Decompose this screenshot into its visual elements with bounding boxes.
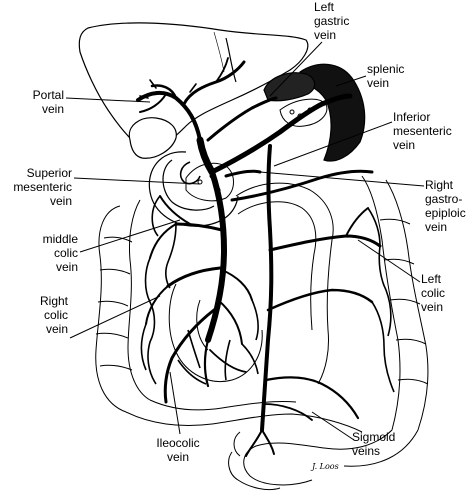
artist-signature: J. Loos xyxy=(312,462,339,471)
label-right-colic-vein: Right colic vein xyxy=(39,294,68,336)
duodenum xyxy=(148,151,239,227)
label-splenic-vein: splenic vein xyxy=(367,62,405,90)
sigmoid-colon xyxy=(125,399,419,491)
leader-superior-mesenteric xyxy=(73,177,201,185)
leader-ileocolic xyxy=(169,371,181,435)
label-portal-vein: Portal vein xyxy=(32,88,64,116)
label-middle-colic-vein: middle colic vein xyxy=(42,232,78,274)
label-inferior-mesenteric-vein: Inferior mesenteric vein xyxy=(393,110,452,152)
spleen xyxy=(263,63,366,162)
label-sigmoid-veins: Sigmoid veins xyxy=(352,430,396,458)
leader-sigmoid xyxy=(311,411,355,441)
leader-lines xyxy=(65,41,425,441)
vascular-arcades xyxy=(140,195,395,393)
gallbladder xyxy=(128,117,177,159)
leader-right-gastroepiploic xyxy=(259,171,425,187)
label-superior-mesenteric-vein: Superior mesenteric vein xyxy=(13,166,72,208)
leader-middle-colic xyxy=(79,219,181,253)
ascending-colon xyxy=(95,199,151,413)
leader-right-colic xyxy=(69,295,161,339)
portal-vein-tree xyxy=(136,57,382,457)
leader-portal xyxy=(65,97,151,103)
leader-inferior-mesenteric xyxy=(273,121,393,167)
label-left-gastric-vein: Left gastric vein xyxy=(314,0,350,42)
leader-left-gastric xyxy=(269,41,323,97)
label-ileocolic-vein: Ileocolic vein xyxy=(156,436,200,464)
leader-left-colic xyxy=(357,239,421,283)
label-left-colic-vein: Left colic vein xyxy=(421,272,446,314)
descending-colon xyxy=(361,175,429,431)
leader-splenic xyxy=(335,75,367,87)
label-right-gastroepiploic-vein: Right gastro- epiploic vein xyxy=(425,178,466,234)
